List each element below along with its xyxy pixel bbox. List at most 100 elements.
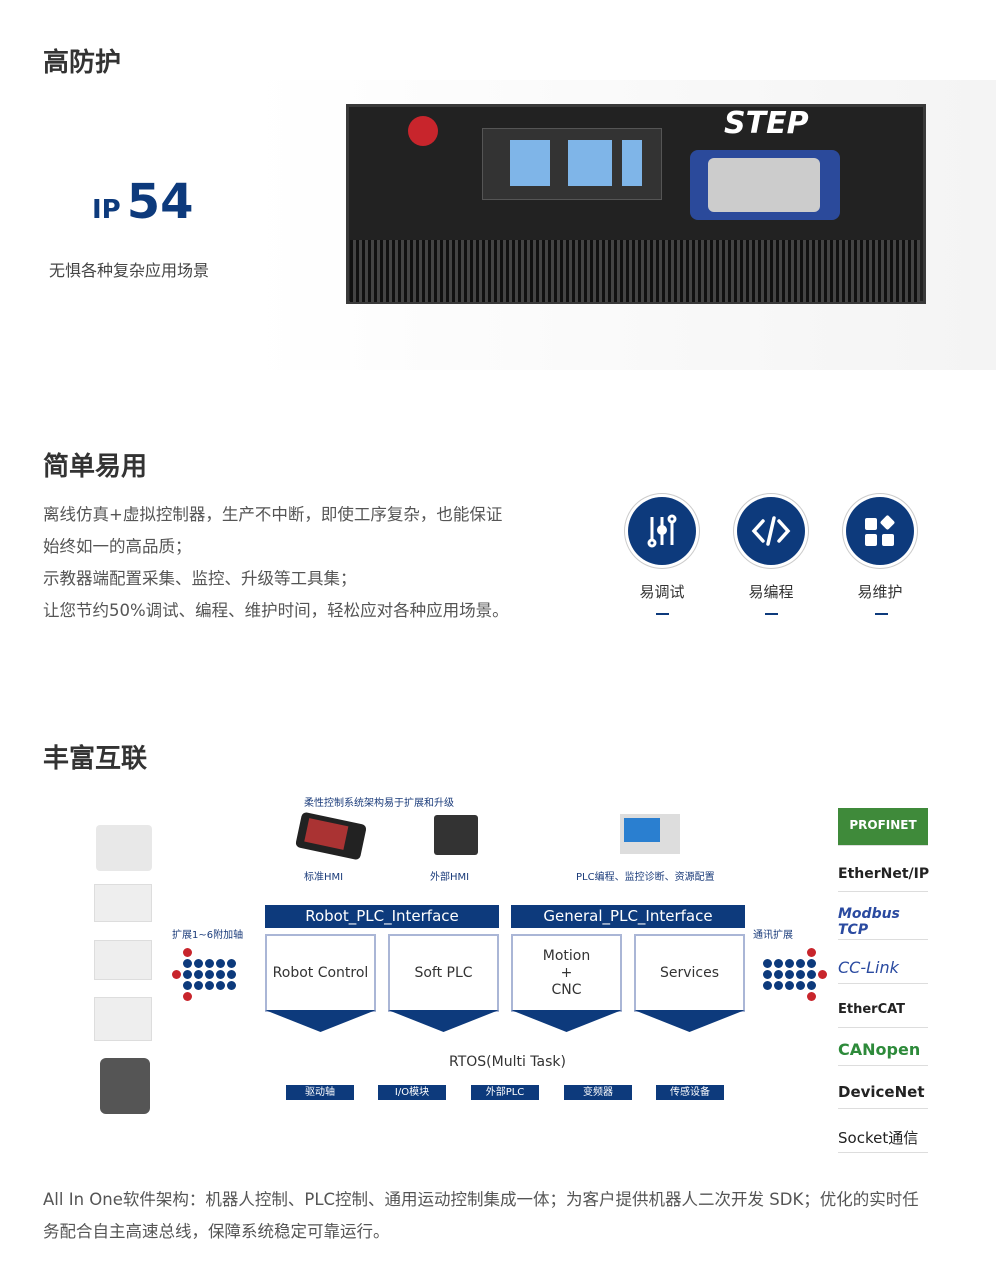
section-title-connectivity: 丰富互联	[43, 744, 148, 774]
arrow-dot	[216, 970, 225, 979]
protocol-cc-link: CC-Link	[838, 958, 928, 984]
robot-image	[94, 940, 152, 980]
arrow-dot	[205, 970, 214, 979]
feature-debug-label: 易调试	[639, 583, 685, 601]
motion-label: Motion	[542, 947, 591, 964]
desc-line: 始终如一的高品质；	[43, 537, 192, 556]
rtos-label: RTOS(Multi Task)	[449, 1054, 566, 1070]
arrow-dot	[785, 970, 794, 979]
module-soft-plc: Soft PLC	[388, 934, 499, 1012]
robot-image	[94, 884, 152, 922]
robot-image	[100, 1058, 150, 1114]
divider	[656, 613, 669, 615]
robot-image	[96, 825, 152, 871]
sliders-icon	[628, 497, 696, 565]
desc-line: 离线仿真+虚拟控制器，生产不中断，即使工序复杂，也能保证	[43, 505, 503, 524]
arrow-dot	[227, 959, 236, 968]
arrow-dot	[796, 970, 805, 979]
protocol-ethercat: EtherCAT	[838, 1002, 928, 1028]
device-brand: STEP	[724, 106, 809, 141]
module-services: Services	[634, 934, 745, 1012]
protocol-ethernet-ip: EtherNet/IP	[838, 866, 929, 892]
teach-pendant-image	[294, 811, 368, 861]
arrow-dot	[807, 948, 816, 957]
arrow-dot	[227, 981, 236, 990]
diagram-top-caption: 柔性控制系统架构易于扩展和升级	[304, 798, 454, 809]
protocol-canopen: CANopen	[838, 1040, 928, 1066]
divider	[765, 613, 778, 615]
controller-image: STEP	[250, 80, 996, 370]
cnc-label: CNC	[551, 981, 582, 998]
arrow-dot	[774, 959, 783, 968]
tag-external-plc: 外部PLC	[471, 1085, 539, 1100]
arrow-down-icon	[265, 1010, 376, 1032]
arrow-dot	[183, 948, 192, 957]
arrow-dot	[194, 959, 203, 968]
arrow-down-icon	[511, 1010, 622, 1032]
footer-line: 务配合自主高速总线，保障系统稳定可靠运行。	[43, 1222, 390, 1241]
arrow-dot	[205, 981, 214, 990]
divider	[875, 613, 888, 615]
arrow-dot	[774, 981, 783, 990]
arrow-dot	[227, 970, 236, 979]
feature-program-label: 易编程	[748, 583, 794, 601]
arrow-dot	[194, 981, 203, 990]
tag-inverter: 变频器	[564, 1085, 632, 1100]
arrow-dot	[183, 970, 192, 979]
arrow-dot	[172, 970, 181, 979]
arrow-dot	[785, 959, 794, 968]
arrow-dot	[796, 959, 805, 968]
footer-line: All In One软件架构：机器人控制、PLC控制、通用运动控制集成一体；为客…	[43, 1190, 919, 1209]
tag-sensor: 传感设备	[656, 1085, 724, 1100]
feature-maintain-label: 易维护	[857, 583, 903, 601]
arrow-dot	[818, 970, 827, 979]
ext-hmi-caption: 外部HMI	[430, 872, 470, 883]
section-title-ease: 简单易用	[43, 452, 148, 482]
arrow-dot	[763, 959, 772, 968]
ip-value: 54	[126, 174, 194, 230]
architecture-description: All In One软件架构：机器人控制、PLC控制、通用运动控制集成一体；为客…	[43, 1184, 973, 1248]
arrow-dot	[183, 992, 192, 1001]
arrow-dot	[183, 981, 192, 990]
section-title-protection: 高防护	[43, 48, 122, 78]
arrow-dot	[183, 959, 192, 968]
tag-io-module: I/O模块	[378, 1085, 446, 1100]
module-motion-cnc: Motion+CNC	[511, 934, 622, 1012]
arrow-down-icon	[388, 1010, 499, 1032]
pc-caption: PLC编程、监控诊断、资源配置	[576, 872, 715, 883]
plus-label: +	[560, 964, 573, 981]
desc-line: 让您节约50%调试、编程、维护时间，轻松应对各种应用场景。	[43, 601, 509, 620]
arrow-dot	[774, 970, 783, 979]
protocol-devicenet: DeviceNet	[838, 1083, 928, 1109]
robot-plc-interface: Robot_PLC_Interface	[265, 905, 499, 928]
axis-extension-caption: 扩展1~6附加轴	[172, 930, 244, 941]
tag-drive-axis: 驱动轴	[286, 1085, 354, 1100]
comm-extension-caption: 通讯扩展	[753, 930, 793, 941]
arrow-dot	[205, 959, 214, 968]
desc-line: 示教器端配置采集、监控、升级等工具集；	[43, 569, 357, 588]
arrow-dot	[216, 959, 225, 968]
ease-description: 离线仿真+虚拟控制器，生产不中断，即使工序复杂，也能保证 始终如一的高品质； 示…	[43, 499, 509, 627]
apps-icon	[846, 497, 914, 565]
arrow-dot	[807, 970, 816, 979]
protocol-modbus-tcp: Modbus TCP	[838, 906, 928, 940]
arrow-dot	[216, 981, 225, 990]
robot-image	[94, 997, 152, 1041]
std-hmi-caption: 标准HMI	[304, 872, 344, 883]
external-hmi-image	[434, 815, 478, 855]
arrow-dot	[807, 959, 816, 968]
protection-subtitle: 无惧各种复杂应用场景	[49, 261, 210, 280]
arrow-dot	[807, 992, 816, 1001]
arrow-dot	[194, 970, 203, 979]
general-plc-interface: General_PLC_Interface	[511, 905, 745, 928]
protocol-profinet: PROFINET	[838, 808, 928, 846]
arrow-dot	[763, 970, 772, 979]
arrow-dot	[796, 981, 805, 990]
module-robot-control: Robot Control	[265, 934, 376, 1012]
left-arrow-dots	[172, 945, 252, 1005]
pc-image	[620, 814, 680, 854]
arrow-dot	[807, 981, 816, 990]
right-arrow-dots	[752, 945, 832, 1005]
arrow-dot	[785, 981, 794, 990]
